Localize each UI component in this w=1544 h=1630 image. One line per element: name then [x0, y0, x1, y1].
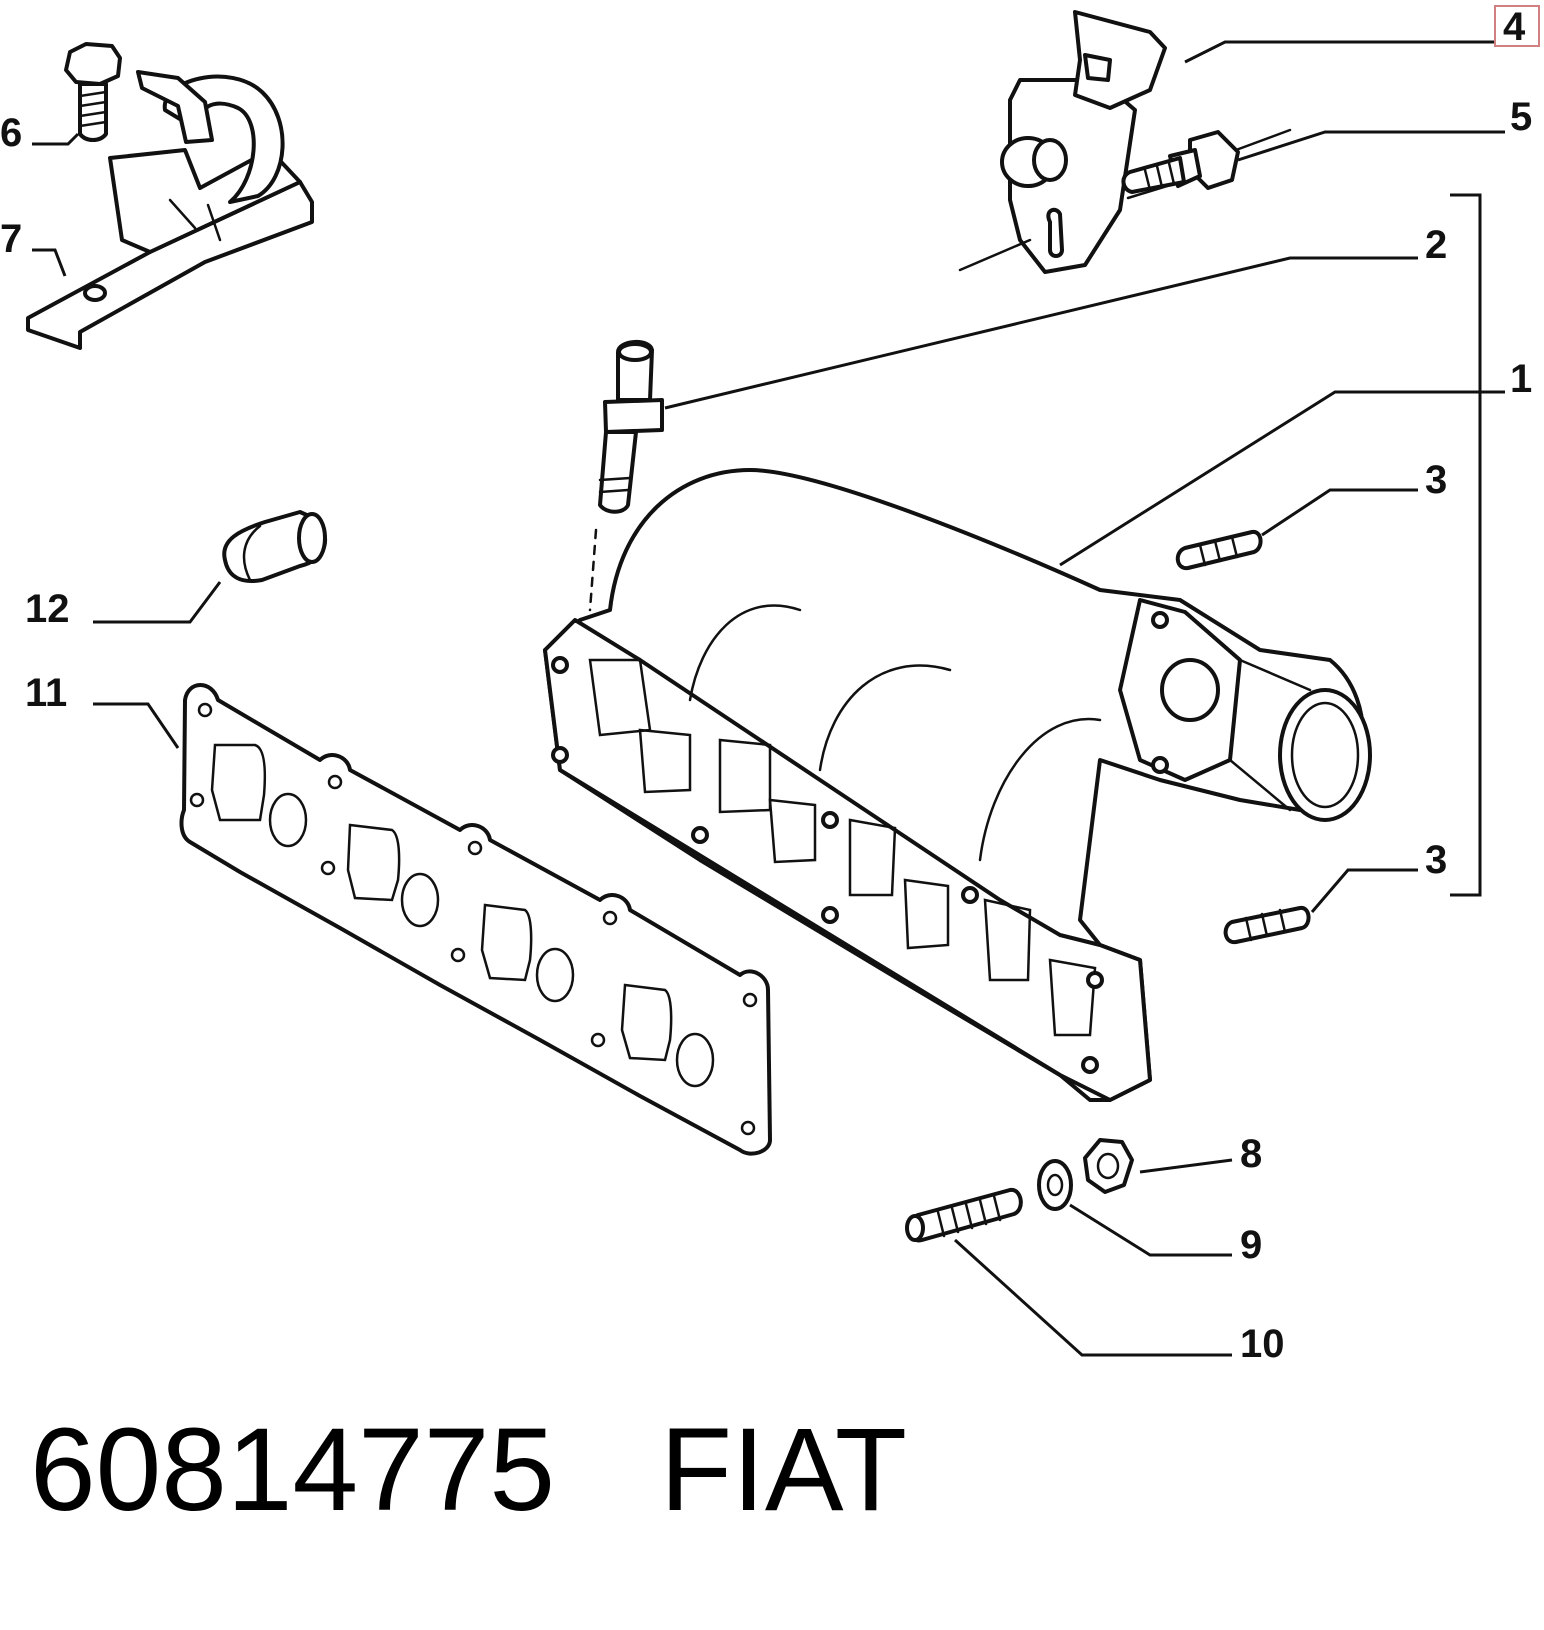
- intake-manifold[interactable]: [543, 468, 1372, 1102]
- gasket-11[interactable]: [179, 683, 772, 1156]
- footer-caption: 60814775 FIAT: [30, 1405, 1330, 1535]
- callout-4[interactable]: 4: [1503, 5, 1526, 49]
- nut-8[interactable]: [1083, 1138, 1134, 1194]
- callout-labels: 1 2 3 3 4 5 6 7 8 9 10 11 12: [0, 5, 1532, 1366]
- bolt-5[interactable]: [1121, 128, 1292, 194]
- stud-3-lower[interactable]: [1223, 905, 1311, 945]
- callout-1[interactable]: 1: [1510, 357, 1532, 401]
- stud-10[interactable]: [905, 1187, 1023, 1243]
- callout-3-lower[interactable]: 3: [1425, 838, 1447, 882]
- bracket-clip[interactable]: [26, 70, 314, 350]
- pipe-stud-2[interactable]: [588, 340, 664, 612]
- stud-3-upper[interactable]: [1175, 529, 1263, 571]
- washer-9[interactable]: [1037, 1159, 1073, 1211]
- bolt-6[interactable]: [64, 42, 122, 142]
- callout-10[interactable]: 10: [1240, 1322, 1285, 1366]
- plug-12[interactable]: [222, 510, 328, 583]
- callout-12[interactable]: 12: [25, 587, 70, 631]
- callout-8[interactable]: 8: [1240, 1132, 1262, 1176]
- brand-name: FIAT: [660, 1404, 907, 1536]
- callout-2[interactable]: 2: [1425, 223, 1447, 267]
- callout-5[interactable]: 5: [1510, 95, 1532, 139]
- callout-11[interactable]: 11: [25, 671, 67, 715]
- callout-4-highlight: [1494, 5, 1540, 47]
- callout-7[interactable]: 7: [0, 217, 22, 261]
- callout-6[interactable]: 6: [0, 111, 22, 155]
- sensor-4[interactable]: [958, 10, 1182, 274]
- leader-lines: [32, 40, 1505, 1357]
- callout-3-upper[interactable]: 3: [1425, 458, 1447, 502]
- part-number: 60814775: [30, 1404, 556, 1536]
- callout-9[interactable]: 9: [1240, 1223, 1262, 1267]
